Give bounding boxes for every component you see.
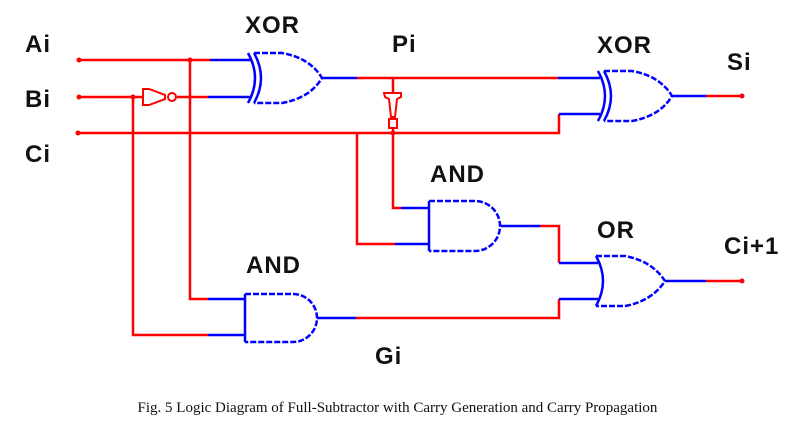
or-body (596, 254, 667, 308)
terminal-ai (76, 57, 82, 63)
inverter-bubble (167, 92, 177, 102)
output-label-ci1: Ci+1 (724, 233, 779, 260)
xor1-extra-arc (246, 52, 257, 104)
wire-pi-and1 (391, 128, 401, 210)
signal-label-gi: Gi (375, 343, 402, 370)
or-gate (594, 254, 745, 308)
xor1-back (252, 52, 263, 104)
wire-ai-branch (188, 60, 208, 301)
input-label-ci: Ci (25, 141, 51, 168)
buffer-bubble (388, 118, 398, 129)
gate-label-xor2: XOR (597, 32, 652, 59)
junction-pi-ci (390, 130, 396, 136)
and2-body (245, 292, 319, 344)
terminal-ci (75, 130, 81, 136)
and1-body (429, 199, 502, 253)
output-label-si: Si (727, 49, 752, 76)
inverter-body (142, 88, 166, 106)
signal-label-pi: Pi (392, 31, 417, 58)
gate-label-xor1: XOR (245, 12, 300, 39)
not-gate (142, 88, 177, 106)
gate-label-and1: AND (430, 161, 485, 188)
gate-label-or: OR (597, 217, 635, 244)
and-gate-1 (427, 199, 598, 265)
and-gate-2 (243, 292, 598, 344)
xor2-back (602, 70, 613, 122)
input-wires (75, 57, 600, 136)
logic-diagram: Ai Bi Ci XOR XOR AND OR AND Pi Gi Si Ci+… (25, 12, 779, 370)
xor2-extra-arc (596, 70, 607, 122)
input-label-ai: Ai (25, 31, 51, 58)
buffer-gate (382, 92, 402, 129)
figure-caption: Fig. 5 Logic Diagram of Full-Subtractor … (137, 400, 658, 416)
wire-and1-or (540, 224, 561, 263)
terminal-bi (76, 94, 82, 100)
xor-gate-2 (596, 69, 745, 123)
buffer-body (382, 92, 402, 118)
xor2-body (604, 69, 674, 123)
wire-ci (77, 114, 561, 135)
wire-gi (356, 299, 561, 320)
input-label-bi: Bi (25, 86, 51, 113)
terminal-si (739, 93, 745, 99)
gate-label-and2: AND (246, 252, 301, 279)
wire-bi-branch (131, 97, 208, 337)
terminal-ci1 (739, 278, 745, 284)
xor1-body (254, 51, 324, 105)
xor-gate-1 (246, 51, 357, 105)
wire-ci-branch (355, 133, 395, 246)
or-back (594, 255, 605, 307)
